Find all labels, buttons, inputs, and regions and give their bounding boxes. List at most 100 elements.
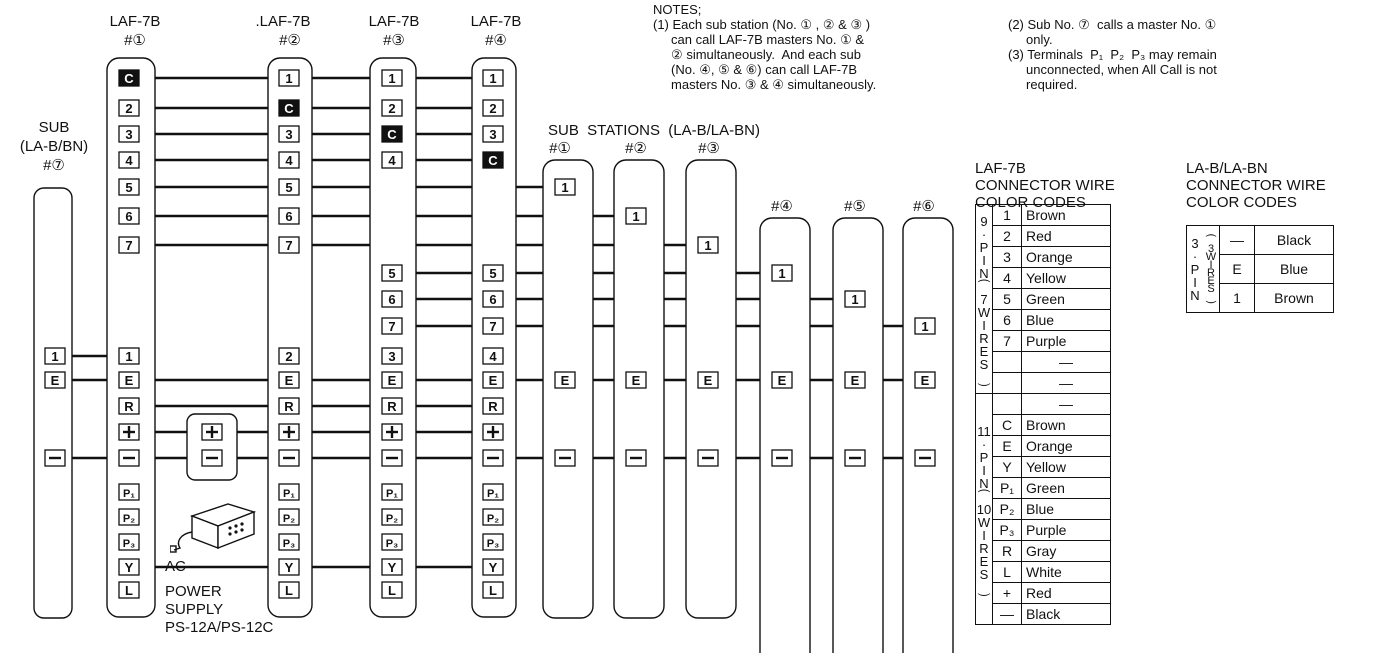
master-4-terminal-15: P₃ xyxy=(482,533,504,551)
master-1-terminal-15: P₃ xyxy=(118,533,140,551)
master-2-terminal-15: P₃ xyxy=(278,533,300,551)
master-4-terminal-4: C xyxy=(482,151,504,169)
master-1-terminal-13: P₁ xyxy=(118,483,140,501)
svg-text:2: 2 xyxy=(125,101,132,116)
master-1-terminal-3: 3 xyxy=(118,125,140,143)
master-1-terminal-1: C xyxy=(118,69,140,87)
svg-text:1: 1 xyxy=(851,292,858,307)
sub-1-unit xyxy=(542,159,594,619)
svg-text:3: 3 xyxy=(125,127,132,142)
master-1-terminal-9: E xyxy=(118,371,140,389)
svg-text:E: E xyxy=(388,373,397,388)
svg-text:4: 4 xyxy=(388,153,396,168)
svg-text:Y: Y xyxy=(489,560,498,575)
svg-text:1: 1 xyxy=(125,349,132,364)
svg-text:R: R xyxy=(387,399,397,414)
master-3-terminal-14: P₂ xyxy=(381,508,403,526)
pin-cell xyxy=(992,393,1022,415)
svg-text:7: 7 xyxy=(125,238,132,253)
svg-text:L: L xyxy=(285,583,293,598)
svg-text:2: 2 xyxy=(285,349,292,364)
sub-3-number: #③ xyxy=(698,140,720,157)
master-4-terminal-14: P₂ xyxy=(482,508,504,526)
svg-text:L: L xyxy=(388,583,396,598)
master-2-terminal-5: 5 xyxy=(278,178,300,196)
pin-cell: 2 xyxy=(992,225,1022,247)
master-1-terminal-14: P₂ xyxy=(118,508,140,526)
pin-cell: P₁ xyxy=(992,477,1022,499)
pin-cell: C xyxy=(992,414,1022,436)
sub-1-terminal-minus xyxy=(554,449,576,467)
master-4-terminal-8: 4 xyxy=(482,347,504,365)
pin-cell: 1 xyxy=(1219,283,1255,313)
master-4-terminal-1: 1 xyxy=(482,69,504,87)
svg-text:E: E xyxy=(125,373,134,388)
svg-text:P₂: P₂ xyxy=(283,513,295,525)
pin-cell: L xyxy=(992,561,1022,583)
svg-text:4: 4 xyxy=(489,349,497,364)
master-4-terminal-11 xyxy=(482,423,504,441)
master-1-terminal-6: 6 xyxy=(118,207,140,225)
svg-text:Y: Y xyxy=(388,560,397,575)
pin-cell: — xyxy=(992,603,1022,625)
svg-text:R: R xyxy=(124,399,134,414)
master-1-terminal-11 xyxy=(118,423,140,441)
master-1-terminal-7: 7 xyxy=(118,236,140,254)
color-cell: Black xyxy=(1021,603,1111,625)
master-3-label: LAF-7B xyxy=(368,13,420,30)
pin-cell: 6 xyxy=(992,309,1022,331)
pin-cell: 3 xyxy=(992,246,1022,268)
la-table-title: LA-B/LA-BN CONNECTOR WIRE COLOR CODES xyxy=(1186,160,1326,211)
master-2-terminal-6: 6 xyxy=(278,207,300,225)
color-cell: Brown xyxy=(1021,204,1111,226)
svg-text:1: 1 xyxy=(921,319,928,334)
svg-text:6: 6 xyxy=(489,292,496,307)
master-2-terminal-16: Y xyxy=(278,558,300,576)
svg-text:5: 5 xyxy=(388,266,395,281)
pin-cell: 4 xyxy=(992,267,1022,289)
svg-text:E: E xyxy=(561,373,570,388)
color-cell: Gray xyxy=(1021,540,1111,562)
sub-3-terminal-1: 1 xyxy=(697,236,719,254)
power-supply-icon xyxy=(170,503,257,553)
svg-text:1: 1 xyxy=(632,209,639,224)
svg-text:R: R xyxy=(284,399,294,414)
svg-text:E: E xyxy=(51,373,60,388)
sub-2-number: #② xyxy=(625,140,647,157)
master-2-terminal-17: L xyxy=(278,581,300,599)
sub7-unit xyxy=(33,187,73,619)
master-1-terminal-16: Y xyxy=(118,558,140,576)
svg-text:P₂: P₂ xyxy=(386,513,398,525)
sub-4-terminal-1: 1 xyxy=(771,264,793,282)
svg-text:E: E xyxy=(851,373,860,388)
sub-2-terminal-e: E xyxy=(625,371,647,389)
master-2-number: #② xyxy=(279,32,301,49)
sub7-terminal-e: E xyxy=(44,371,66,389)
svg-text:L: L xyxy=(489,583,497,598)
master-4-number: #④ xyxy=(485,32,507,49)
sub-5-terminal-minus xyxy=(844,449,866,467)
note-1: (1) Each sub station (No. ① , ② & ③ ) ca… xyxy=(653,17,877,92)
master-2-unit xyxy=(267,57,313,618)
master-4-unit xyxy=(471,57,517,618)
master-3-terminal-6: 6 xyxy=(381,290,403,308)
sub-2-unit xyxy=(613,159,665,619)
master-3-terminal-8: 3 xyxy=(381,347,403,365)
svg-text:3: 3 xyxy=(489,127,496,142)
color-cell: — xyxy=(1021,393,1111,415)
color-cell: White xyxy=(1021,561,1111,583)
sub-3-terminal-e: E xyxy=(697,371,719,389)
master-4-terminal-6: 6 xyxy=(482,290,504,308)
svg-text:3: 3 xyxy=(285,127,292,142)
notes-heading: NOTES; xyxy=(653,2,702,17)
pin-cell: R xyxy=(992,540,1022,562)
master-2-terminal-3: 3 xyxy=(278,125,300,143)
power-supply-terminal-minus xyxy=(201,449,223,467)
svg-text:Y: Y xyxy=(125,560,134,575)
master-3-unit xyxy=(369,57,417,618)
master-1-terminal-10: R xyxy=(118,397,140,415)
la-3wires-group: ⏜ 3 W I R E S ⏝ xyxy=(1203,225,1220,313)
sub-5-unit xyxy=(832,217,884,653)
